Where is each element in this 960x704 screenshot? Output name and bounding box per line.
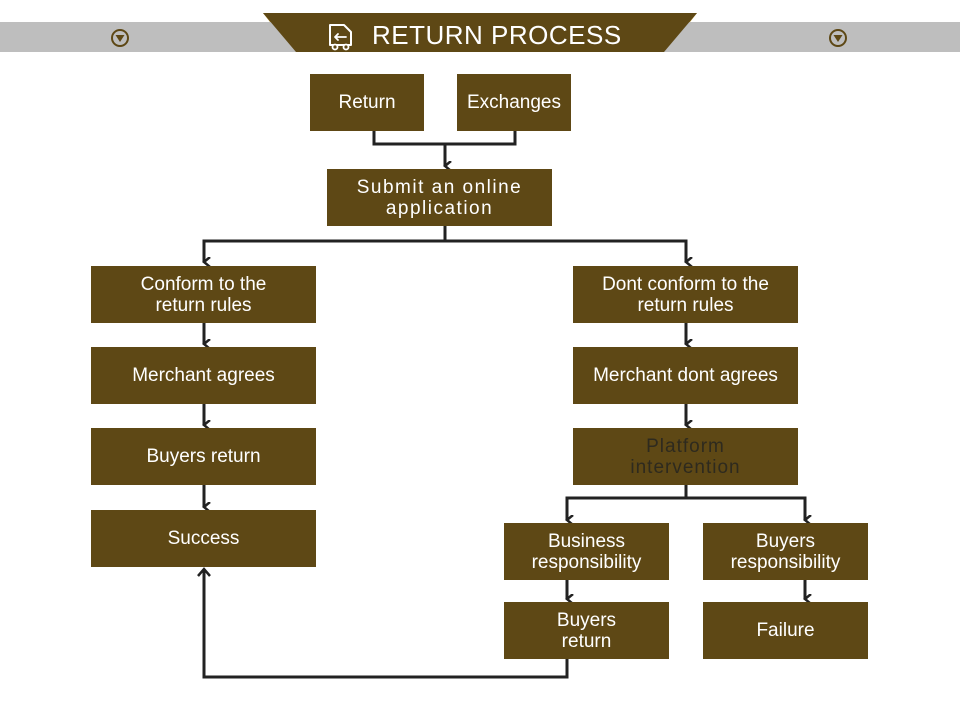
node-label: Dont conform to the return rules [602, 273, 769, 316]
connector-loop-to-success [202, 570, 569, 679]
node-submit-application: Submit an online application [327, 169, 552, 226]
node-label: Exchanges [466, 92, 561, 113]
node-buyers-responsibility: Buyers responsibility [703, 523, 868, 580]
node-label: Platform intervention [630, 435, 741, 478]
node-label: Submit an online application [356, 176, 523, 219]
connector-submit-split [202, 226, 688, 262]
chevron-down-circle-icon[interactable] [110, 28, 130, 48]
node-label: Merchant dont agrees [593, 365, 778, 386]
node-label: Business responsibility [531, 530, 642, 573]
node-failure: Failure [703, 602, 868, 659]
node-business-responsibility: Business responsibility [504, 523, 669, 580]
node-return: Return [310, 74, 424, 131]
node-label: Buyers return [556, 609, 617, 652]
node-merchant-agrees: Merchant agrees [91, 347, 316, 404]
return-truck-icon [329, 24, 352, 51]
node-conform-rules: Conform to the return rules [91, 266, 316, 323]
node-buyers-return-left: Buyers return [91, 428, 316, 485]
node-label: Success [167, 528, 240, 549]
node-label: Failure [756, 620, 815, 641]
node-label: Conform to the return rules [140, 273, 267, 316]
chevron-down-circle-icon[interactable] [828, 28, 848, 48]
node-merchant-dont-agrees: Merchant dont agrees [573, 347, 798, 404]
connector-platform-split [565, 485, 807, 520]
node-label: Buyers return [146, 446, 261, 467]
node-label: Buyers responsibility [730, 530, 841, 573]
node-label: Return [338, 92, 396, 113]
node-platform-intervention: Platform intervention [573, 428, 798, 485]
node-buyers-return-right: Buyers return [504, 602, 669, 659]
node-exchanges: Exchanges [457, 74, 571, 131]
node-label: Merchant agrees [132, 365, 275, 386]
node-success: Success [91, 510, 316, 567]
connector-start-merge [372, 131, 517, 146]
page-title: RETURN PROCESS [372, 20, 622, 50]
node-dont-conform-rules: Dont conform to the return rules [573, 266, 798, 323]
header-banner-shape [263, 13, 697, 52]
